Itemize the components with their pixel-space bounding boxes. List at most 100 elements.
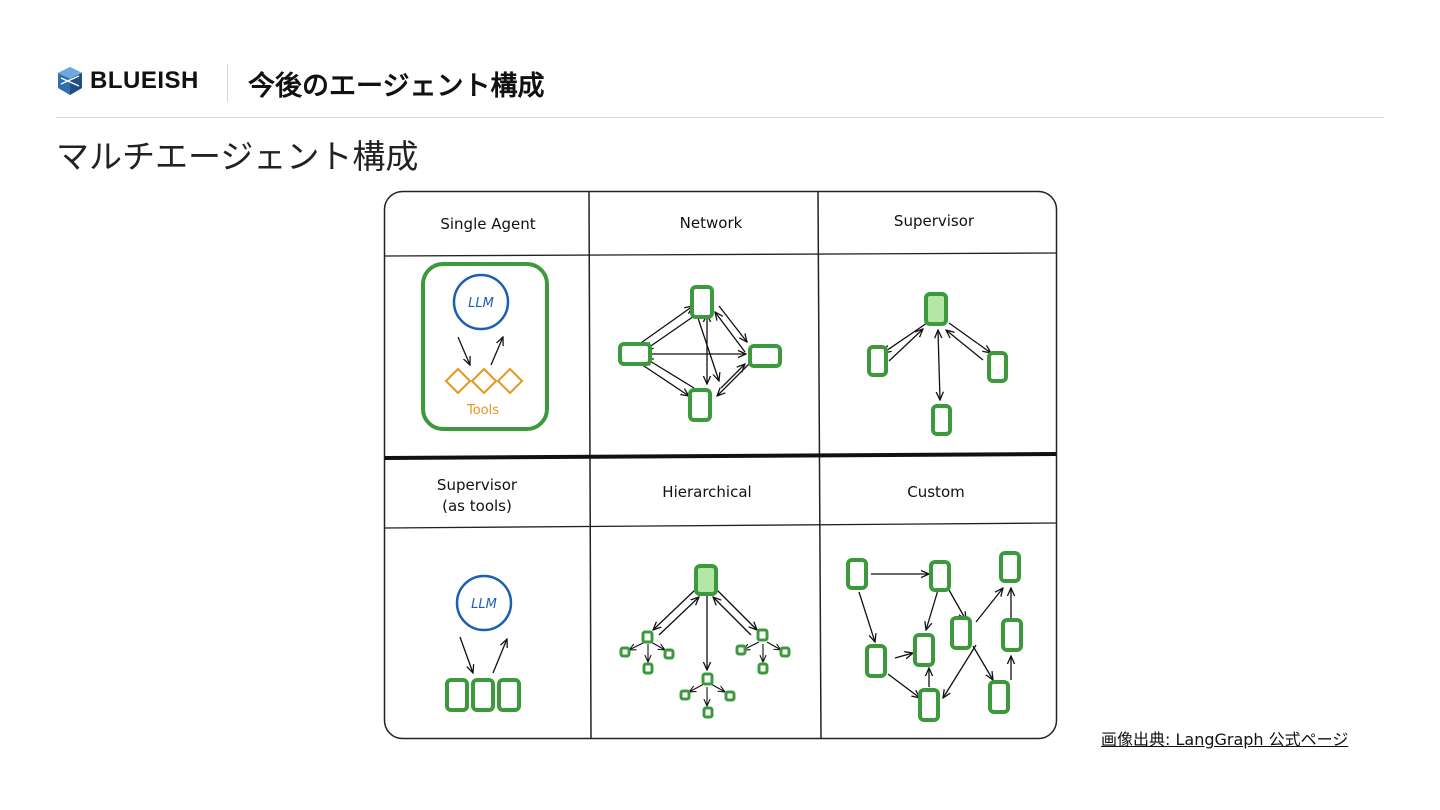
grid-hline-middle [384,452,1057,460]
hier-leaf-node [757,662,769,675]
hier-leaf-node [735,644,747,656]
label-supervisor: Supervisor [894,212,975,230]
custom-edge [926,589,939,630]
sup-edge [888,329,923,362]
hierarchical-diagram [619,564,791,719]
sup-edge [938,330,940,400]
custom-node [999,551,1021,583]
label-hierarchical: Hierarchical [662,483,751,501]
arrow-llm-to-agents [459,636,473,673]
brand-cube-icon [58,67,82,95]
supervisor-diagram [867,292,1008,436]
hier-sub-edge [766,641,781,650]
custom-edge [948,589,966,620]
net-edge [645,358,695,389]
custom-node [950,616,972,650]
hier-edge [653,589,696,630]
custom-edge [975,588,1003,623]
sup-worker-node [987,351,1008,383]
hier-edge [658,597,699,636]
network-diagram [618,285,782,422]
tool-agent-node [497,678,521,712]
hier-leaf-node [679,689,691,701]
custom-node [865,644,887,678]
grid-vline-1 [588,191,592,739]
llm-circle-2 [455,574,513,632]
label-single-agent: Single Agent [440,215,535,233]
header-divider [227,64,228,102]
custom-node [918,688,940,722]
net-edge [645,313,698,350]
net-edge [637,306,693,346]
sup-edge [946,330,984,361]
hier-top-node [694,564,718,596]
net-node [688,388,712,422]
tool-agent-node [445,678,469,712]
sup-edge [948,322,991,353]
custom-edge [858,591,875,642]
custom-edge [894,653,913,658]
hier-mid-node [756,628,769,642]
net-edge [720,364,745,389]
hier-sub-edge [650,641,665,650]
hier-leaf-node [724,690,736,702]
llm-label-2: LLM [471,597,497,612]
grid-hline-bottom [384,522,1057,529]
header-title: 今後のエージェント構成 [248,71,545,102]
custom-node [1001,618,1023,652]
hier-sub-edge [689,683,705,692]
hier-leaf-node [779,646,791,658]
multi-agent-diagram: Single Agent Network Supervisor Supervis… [383,190,1058,740]
grid-vline-2 [817,191,822,739]
sup-edge [883,322,928,353]
llm-circle [452,273,510,331]
label-supervisor-tools-2: (as tools) [442,497,512,515]
custom-node [929,560,951,592]
single-agent-box [421,262,549,431]
hier-edge [713,597,752,636]
net-node [618,342,652,366]
hier-leaf-node [663,648,675,660]
custom-edge [887,673,920,698]
label-network: Network [680,214,743,232]
net-node [690,285,714,319]
sup-worker-node [867,345,888,377]
custom-edge [972,645,993,680]
custom-diagram [846,551,1023,722]
net-node [748,344,782,368]
custom-node [846,558,868,590]
single-agent-diagram: LLM Tools [421,262,549,431]
hier-sub-edge [629,641,646,650]
header-rule [56,117,1384,118]
tools-label: Tools [466,403,499,418]
hier-mid-node [641,630,654,644]
arrow-tools-to-llm [490,337,503,366]
grid-frame [383,190,1058,740]
custom-node [988,680,1010,714]
source-link[interactable]: 画像出典: LangGraph 公式ページ [1101,730,1349,749]
net-edge [715,312,746,353]
net-edge [637,361,689,396]
tool-diamond-1 [444,367,472,395]
custom-edge [943,644,977,698]
label-supervisor-tools-1: Supervisor [437,476,518,494]
page-title: マルチエージェント構成 [56,137,419,176]
hier-leaf-node [642,662,654,675]
hier-leaf-node [702,706,714,719]
supervisor-tools-diagram: LLM [445,574,521,712]
grid-hline-top [384,252,1057,257]
net-edge [718,305,747,342]
sup-worker-node [931,404,952,436]
brand-logo: BLUEISH [56,66,199,96]
arrow-agents-to-llm [492,639,507,674]
supervisor-node [924,292,948,326]
llm-label: LLM [468,296,494,311]
hier-edge [716,589,757,630]
hier-sub-edge [710,683,725,692]
net-edge [717,362,751,396]
tool-agent-node [471,678,495,712]
custom-node [913,633,935,667]
tool-diamond-3 [496,367,524,395]
arrow-llm-to-tools [457,336,470,365]
brand-name: BLUEISH [90,67,199,94]
